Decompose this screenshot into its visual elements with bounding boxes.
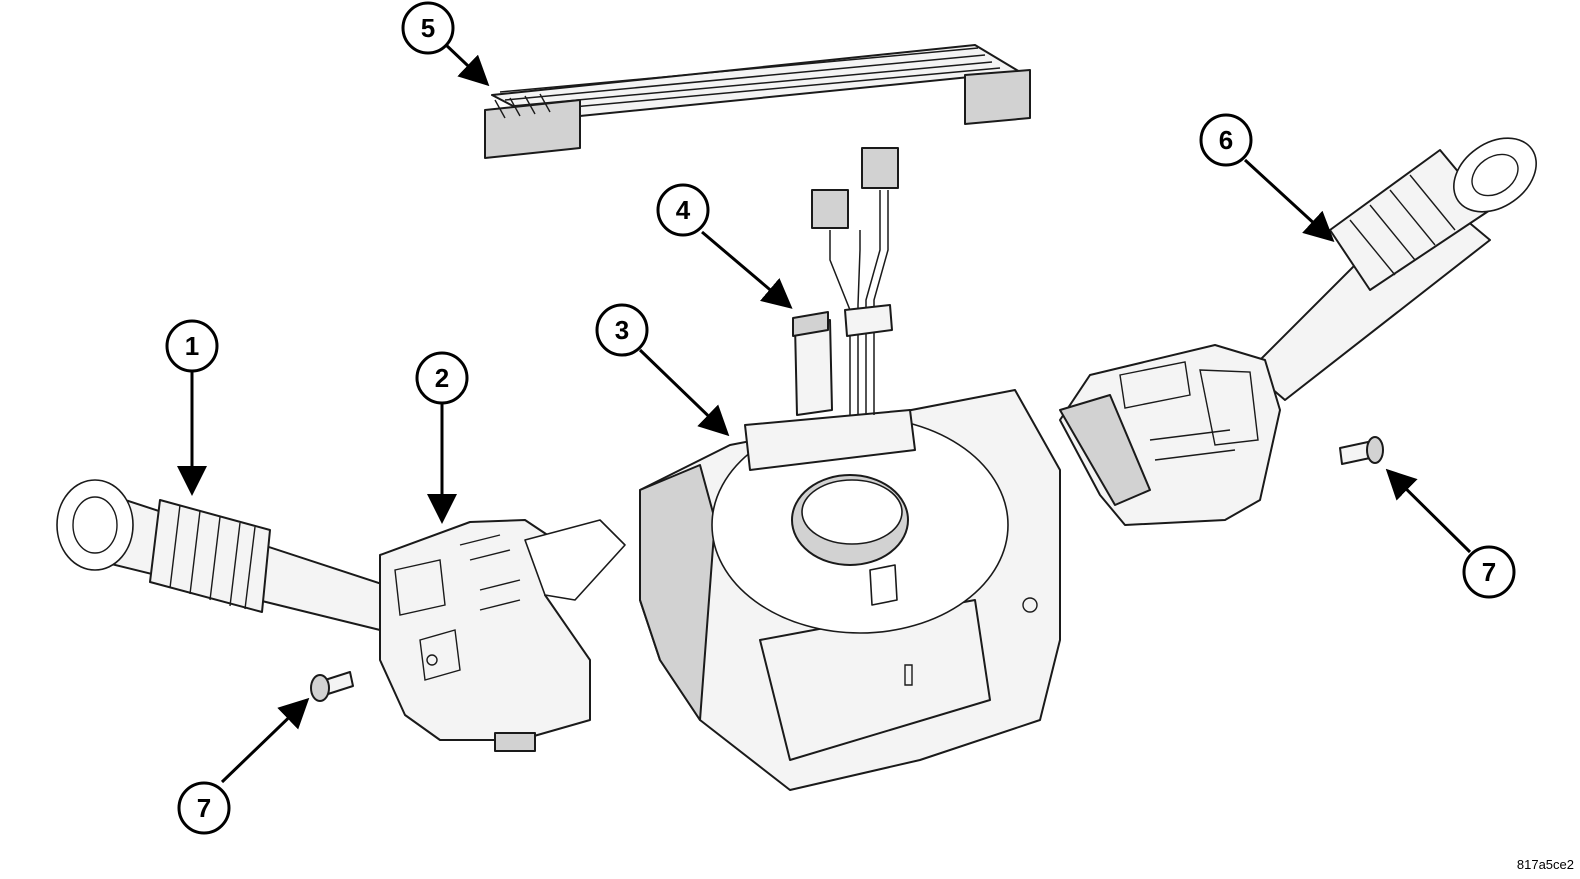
screw-right-part: [1339, 436, 1384, 465]
leader-arrow-4: [701, 230, 793, 309]
wiring-jumper-part: [484, 44, 1031, 159]
callout-6: 6: [1199, 113, 1253, 167]
callout-2: 2: [415, 351, 469, 405]
callout-2-label: 2: [435, 363, 449, 393]
callout-3-label: 3: [615, 315, 629, 345]
callout-5-label: 5: [421, 13, 435, 43]
leader-arrow-7-left: [220, 697, 310, 784]
right-multifunction-lever-part: [1249, 137, 1537, 401]
callout-5: 5: [401, 1, 455, 55]
screw-left-part: [310, 671, 354, 702]
leader-arrow-5: [443, 42, 490, 87]
clockspring-module-part: [639, 147, 1061, 791]
leader-arrow-7-right: [1385, 468, 1472, 554]
callout-7-left: 7: [177, 781, 231, 835]
callout-4-label: 4: [676, 195, 691, 225]
leader-arrow-6: [1243, 158, 1335, 243]
callout-4: 4: [656, 183, 710, 237]
leader-arrows: [177, 42, 1472, 784]
callout-1: 1: [165, 319, 219, 373]
callout-7-right: 7: [1462, 545, 1516, 599]
left-multifunction-lever-part: [56, 479, 386, 631]
callout-7-right-label: 7: [1482, 557, 1496, 587]
callout-3: 3: [595, 303, 649, 357]
left-switch-module-part: [379, 519, 626, 752]
figure-reference-id: 817a5ce2: [1516, 857, 1574, 872]
callout-7-left-label: 7: [197, 793, 211, 823]
callout-1-label: 1: [185, 331, 199, 361]
callout-6-label: 6: [1219, 125, 1233, 155]
right-switch-module-part: [1059, 344, 1281, 526]
leader-arrow-3: [638, 348, 730, 437]
